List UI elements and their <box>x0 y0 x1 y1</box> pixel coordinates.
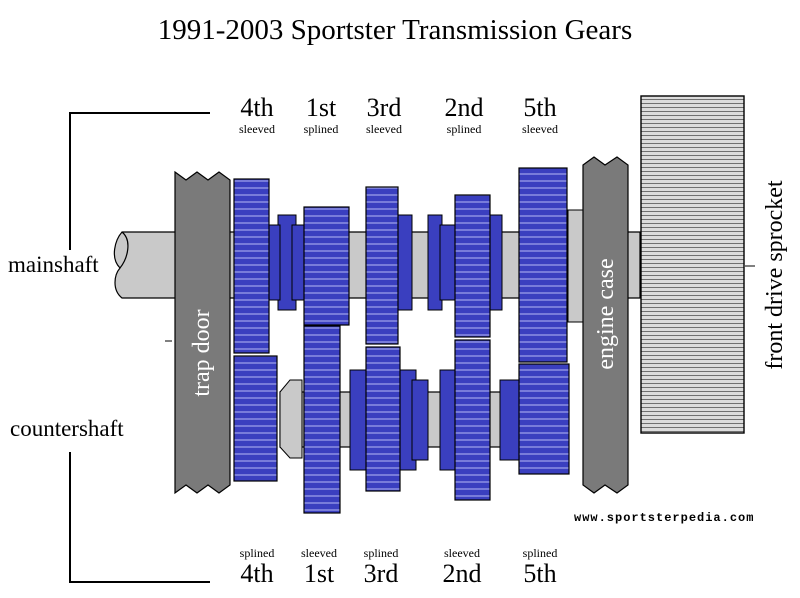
countershaft-label: countershaft <box>10 416 124 441</box>
countershaft-dogs <box>349 369 521 471</box>
trap-door-label: trap door <box>189 309 215 397</box>
top-gear-3-type: sleeved <box>366 122 402 136</box>
top-gear-2-type: splined <box>303 122 339 136</box>
front-drive-sprocket-label: front drive sprocket <box>762 180 788 370</box>
top-bracket <box>69 112 210 250</box>
front-drive-sprocket <box>640 95 745 434</box>
bottom-gear-3: splined 3rd <box>346 546 416 588</box>
countershaft-gears <box>233 325 570 514</box>
top-gear-1-name: 4th <box>240 93 274 122</box>
top-gear-4: 2nd splined <box>429 93 499 137</box>
bottom-gear-1: splined 4th <box>222 546 292 588</box>
bottom-gear-5-type: splined <box>522 546 558 560</box>
bottom-gear-2: sleeved 1st <box>284 546 354 588</box>
website-credit: www.sportsterpedia.com <box>574 511 755 525</box>
mainshaft-gears <box>233 167 568 363</box>
top-gear-5-type: sleeved <box>522 122 558 136</box>
top-gear-4-name: 2nd <box>444 93 484 122</box>
bottom-gear-2-name: 1st <box>303 559 335 588</box>
bottom-gear-1-type: splined <box>239 546 275 560</box>
engine-case-label: engine case <box>593 258 619 370</box>
mainshaft-dogs <box>267 214 503 311</box>
bottom-gear-4-type: sleeved <box>444 546 480 560</box>
bottom-gear-3-type: splined <box>363 546 399 560</box>
top-gear-2-name: 1st <box>305 93 337 122</box>
bottom-gear-3-name: 3rd <box>363 559 399 588</box>
bottom-gear-5-name: 5th <box>523 559 557 588</box>
top-gear-4-type: splined <box>446 122 482 136</box>
bottom-gear-4-name: 2nd <box>442 559 482 588</box>
top-gear-1-type: sleeved <box>239 122 275 136</box>
top-gear-3-name: 3rd <box>366 93 402 122</box>
bottom-gear-5: splined 5th <box>505 546 575 588</box>
top-gear-5-name: 5th <box>523 93 557 122</box>
bottom-bracket <box>69 452 210 583</box>
top-gear-5: 5th sleeved <box>505 93 575 137</box>
trap-door <box>174 170 231 495</box>
top-gear-1: 4th sleeved <box>222 93 292 137</box>
mainshaft-label: mainshaft <box>8 252 99 277</box>
bottom-gear-4: sleeved 2nd <box>427 546 497 588</box>
top-gear-3: 3rd sleeved <box>349 93 419 137</box>
top-gear-2: 1st splined <box>286 93 356 137</box>
engine-case <box>582 156 629 494</box>
bottom-gear-1-name: 4th <box>240 559 274 588</box>
diagram-title: 1991-2003 Sportster Transmission Gears <box>157 14 633 46</box>
bottom-gear-2-type: sleeved <box>301 546 337 560</box>
